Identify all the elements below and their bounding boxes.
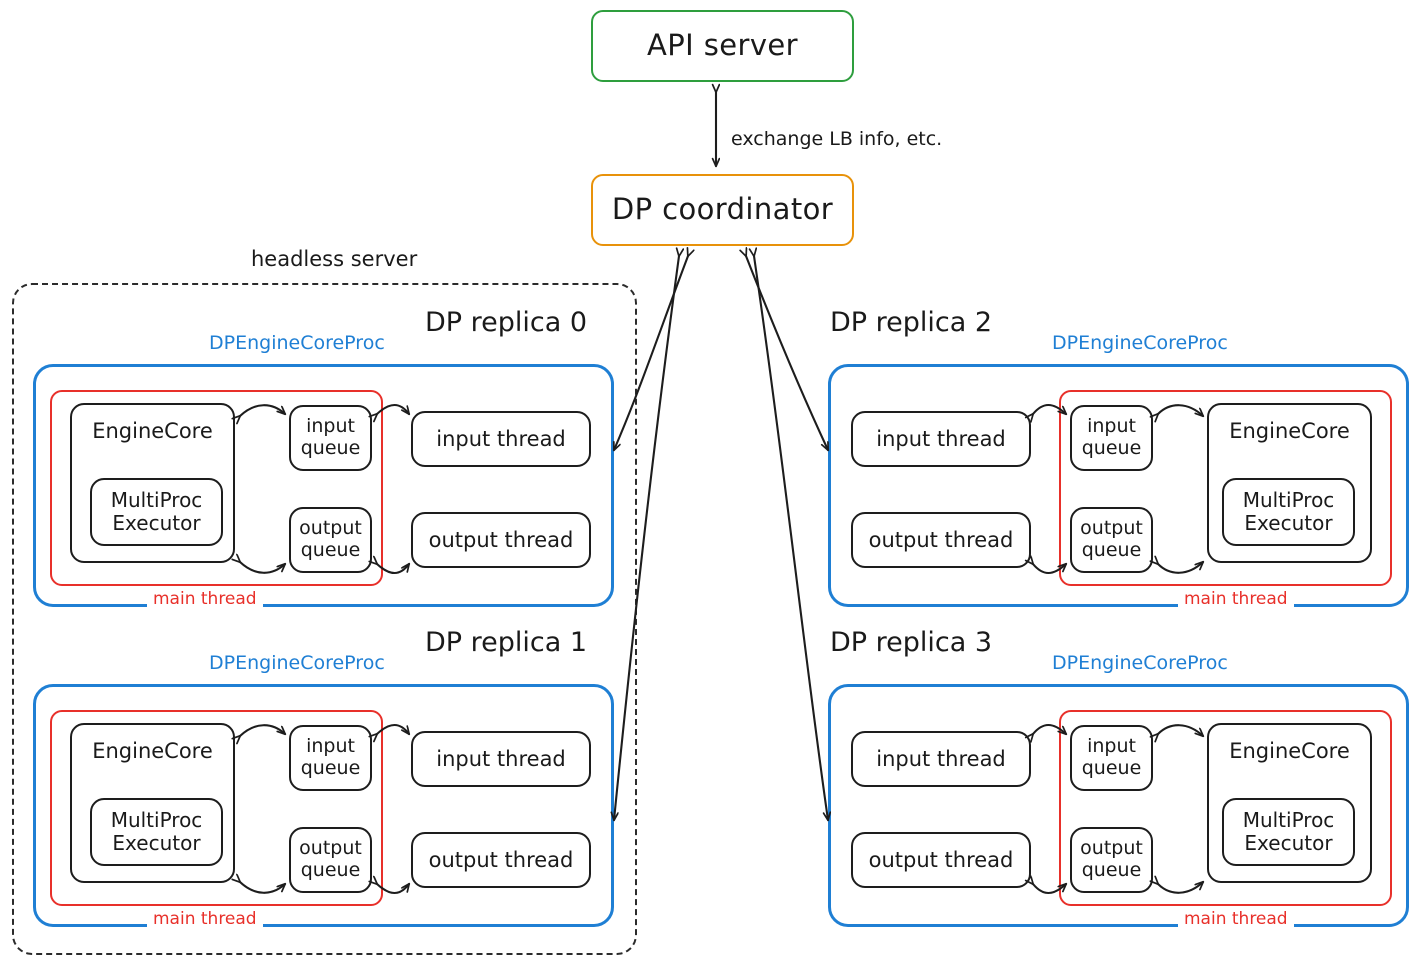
node-dp-coordinator[interactable]: DP coordinator: [591, 174, 854, 246]
replica-0-input-queue[interactable]: input queue: [289, 405, 372, 471]
replica-1-input-thread-label: input thread: [436, 746, 566, 771]
replica-3-output-thread-label: output thread: [868, 847, 1014, 872]
replica-0-main-thread-label: main thread: [147, 589, 263, 609]
replica-1-input-queue-line1: input: [306, 735, 355, 758]
replica-3-engine-core-label: EngineCore: [1229, 739, 1350, 763]
replica-1-multiproc-executor-line2: Executor: [112, 831, 201, 855]
replica-3-multiproc-executor-line1: MultiProc: [1242, 808, 1335, 832]
replica-2-input-queue-line1: input: [1087, 415, 1136, 438]
replica-2-multiproc-executor-line1: MultiProc: [1242, 488, 1335, 512]
node-api-server[interactable]: API server: [591, 10, 854, 82]
replica-2-title: DP replica 2: [830, 307, 993, 338]
replica-3-input-queue-line2: queue: [1081, 757, 1142, 779]
replica-0-output-thread[interactable]: output thread: [411, 512, 591, 568]
replica-0-input-queue-line2: queue: [300, 437, 361, 459]
replica-2-input-thread[interactable]: input thread: [851, 411, 1031, 467]
replica-0-main-thread[interactable]: [50, 390, 383, 586]
replica-0-input-queue-line1: input: [306, 415, 355, 438]
replica-0-output-queue[interactable]: output queue: [289, 507, 372, 573]
node-api-server-label: API server: [647, 28, 798, 63]
replica-3-multiproc-executor-line2: Executor: [1244, 831, 1333, 855]
replica-1-main-thread-label: main thread: [147, 909, 263, 929]
replica-1-output-thread-label: output thread: [428, 847, 574, 872]
replica-2-proc-label: DPEngineCoreProc: [1052, 332, 1228, 354]
replica-3-main-thread-label: main thread: [1178, 909, 1294, 929]
replica-2-output-thread-label: output thread: [868, 527, 1014, 552]
replica-0-input-thread-label: input thread: [436, 426, 566, 451]
replica-0-engine-core-label: EngineCore: [92, 419, 213, 443]
edge-label-exchange-lb-info: exchange LB info, etc.: [731, 128, 943, 150]
replica-2-input-queue[interactable]: input queue: [1070, 405, 1153, 471]
replica-3-input-queue-line1: input: [1087, 735, 1136, 758]
replica-2-input-thread-label: input thread: [876, 426, 1006, 451]
connector-coordinator-to-replica-3: [754, 256, 828, 820]
replica-2-output-thread[interactable]: output thread: [851, 512, 1031, 568]
replica-3-input-queue[interactable]: input queue: [1070, 725, 1153, 791]
replica-1-input-thread[interactable]: input thread: [411, 731, 591, 787]
replica-3-input-thread-label: input thread: [876, 746, 1006, 771]
node-dp-coordinator-label: DP coordinator: [611, 192, 834, 227]
replica-2-output-queue-line1: output: [1080, 517, 1143, 540]
replica-1-title: DP replica 1: [425, 627, 588, 658]
replica-1-output-queue[interactable]: output queue: [289, 827, 372, 893]
replica-0-output-queue-line1: output: [299, 517, 362, 540]
replica-2-engine-core-label: EngineCore: [1229, 419, 1350, 443]
replica-3-output-thread[interactable]: output thread: [851, 832, 1031, 888]
replica-3-output-queue[interactable]: output queue: [1070, 827, 1153, 893]
replica-0-output-queue-line2: queue: [300, 539, 361, 561]
replica-3-title: DP replica 3: [830, 627, 993, 658]
replica-2-multiproc-executor-line2: Executor: [1244, 511, 1333, 535]
replica-1-proc-label: DPEngineCoreProc: [209, 652, 385, 674]
replica-3-output-queue-line1: output: [1080, 837, 1143, 860]
replica-1-output-queue-line1: output: [299, 837, 362, 860]
replica-1-multiproc-executor[interactable]: MultiProc Executor: [90, 798, 223, 866]
replica-3-proc-label: DPEngineCoreProc: [1052, 652, 1228, 674]
replica-3-output-queue-line2: queue: [1081, 859, 1142, 881]
replica-3-input-thread[interactable]: input thread: [851, 731, 1031, 787]
replica-3-multiproc-executor[interactable]: MultiProc Executor: [1222, 798, 1355, 866]
replica-1-output-thread[interactable]: output thread: [411, 832, 591, 888]
replica-0-proc-label: DPEngineCoreProc: [209, 332, 385, 354]
boundary-label-headless-server: headless server: [251, 247, 418, 271]
replica-1-output-queue-line2: queue: [300, 859, 361, 881]
replica-3-main-thread[interactable]: [1059, 710, 1392, 906]
connector-coordinator-to-replica-2: [746, 256, 830, 450]
replica-2-main-thread[interactable]: [1059, 390, 1392, 586]
replica-1-input-queue-line2: queue: [300, 757, 361, 779]
replica-2-output-queue-line2: queue: [1081, 539, 1142, 561]
replica-2-input-queue-line2: queue: [1081, 437, 1142, 459]
replica-0-input-thread[interactable]: input thread: [411, 411, 591, 467]
replica-1-engine-core-label: EngineCore: [92, 739, 213, 763]
replica-0-output-thread-label: output thread: [428, 527, 574, 552]
replica-2-output-queue[interactable]: output queue: [1070, 507, 1153, 573]
replica-1-main-thread[interactable]: [50, 710, 383, 906]
replica-0-title: DP replica 0: [425, 307, 588, 338]
replica-1-multiproc-executor-line1: MultiProc: [110, 808, 203, 832]
replica-2-main-thread-label: main thread: [1178, 589, 1294, 609]
replica-0-multiproc-executor[interactable]: MultiProc Executor: [90, 478, 223, 546]
replica-0-multiproc-executor-line2: Executor: [112, 511, 201, 535]
replica-1-input-queue[interactable]: input queue: [289, 725, 372, 791]
replica-0-multiproc-executor-line1: MultiProc: [110, 488, 203, 512]
replica-2-multiproc-executor[interactable]: MultiProc Executor: [1222, 478, 1355, 546]
